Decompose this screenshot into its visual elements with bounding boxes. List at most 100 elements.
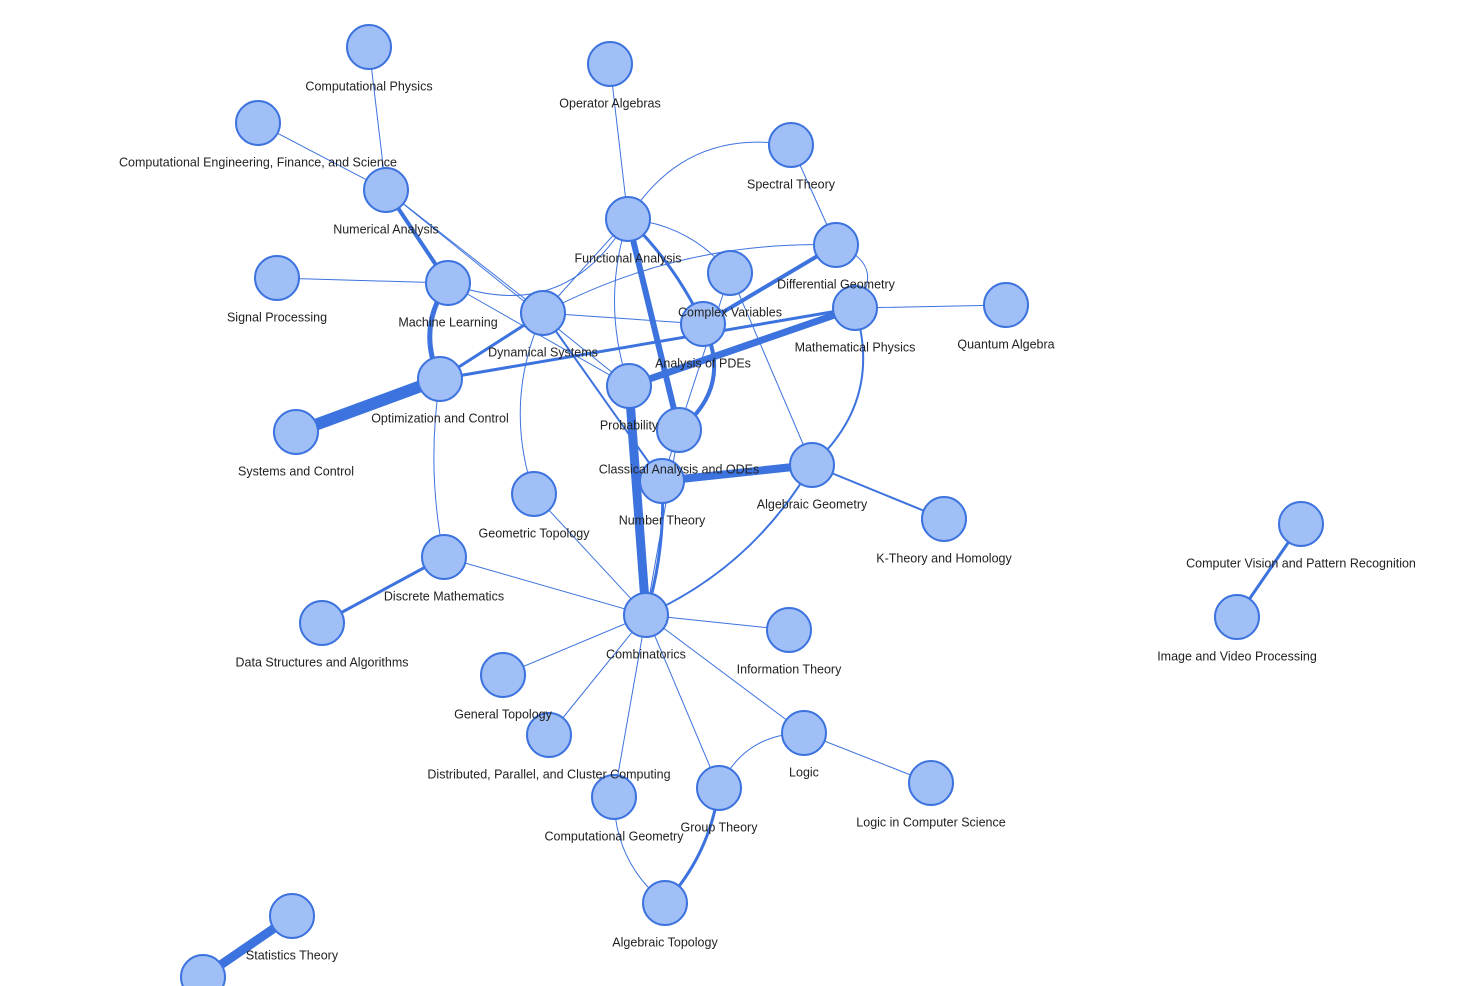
node-label-numerical-analysis: Numerical Analysis <box>333 222 439 236</box>
node-k-theory-homology[interactable] <box>921 496 967 542</box>
node-label-group-theory: Group Theory <box>681 820 759 834</box>
node-label-geometric-topology: Geometric Topology <box>479 526 591 540</box>
node-label-differential-geometry: Differential Geometry <box>777 277 896 291</box>
node-label-machine-learning: Machine Learning <box>398 315 497 329</box>
edge-mathematical-physics-algebraic-geometry <box>811 307 865 466</box>
node-differential-geometry[interactable] <box>813 222 859 268</box>
node-computational-geometry[interactable] <box>591 774 637 820</box>
node-algebraic-topology[interactable] <box>642 880 688 926</box>
node-label-discrete-mathematics: Discrete Mathematics <box>384 589 504 603</box>
edge-mathematical-physics-quantum-algebra <box>854 304 1007 309</box>
node-label-data-structures-algorithms: Data Structures and Algorithms <box>236 655 409 669</box>
edge-computational-physics-numerical-analysis <box>368 46 387 191</box>
node-quantum-algebra[interactable] <box>983 282 1029 328</box>
node-label-computational-geometry: Computational Geometry <box>545 829 685 843</box>
node-label-quantum-algebra: Quantum Algebra <box>957 337 1054 351</box>
node-label-k-theory-homology: K-Theory and Homology <box>876 551 1012 565</box>
node-label-computer-vision: Computer Vision and Pattern Recognition <box>1186 556 1416 570</box>
edge-dynamical-systems-geometric-topology <box>519 312 544 495</box>
node-discrete-mathematics[interactable] <box>421 534 467 580</box>
node-label-comp-eng-finance-science: Computational Engineering, Finance, and … <box>119 155 397 169</box>
edge-comp-eng-finance-science-numerical-analysis <box>257 122 387 191</box>
edge-combinatorics-computational-geometry <box>613 614 647 798</box>
node-label-algebraic-geometry: Algebraic Geometry <box>757 497 868 511</box>
node-label-systems-and-control: Systems and Control <box>238 464 354 478</box>
node-probability[interactable] <box>606 363 652 409</box>
node-computer-vision[interactable] <box>1278 501 1324 547</box>
edge-optimization-and-control-discrete-mathematics <box>433 378 445 558</box>
edge-combinatorics-distributed-computing <box>548 614 647 736</box>
edge-machine-learning-functional-analysis <box>447 218 629 296</box>
node-general-topology[interactable] <box>480 652 526 698</box>
node-geometric-topology[interactable] <box>511 471 557 517</box>
edge-differential-geometry-dynamical-systems <box>542 244 837 314</box>
node-complex-variables[interactable] <box>707 250 753 296</box>
node-label-spectral-theory: Spectral Theory <box>747 177 836 191</box>
edge-optimization-and-control-systems-and-control <box>290 373 446 438</box>
node-analysis-of-pdes[interactable] <box>680 301 726 347</box>
edge-probability-combinatorics <box>624 381 651 620</box>
edge-complex-variables-algebraic-geometry <box>729 272 813 466</box>
edge-combinatorics-general-topology <box>502 614 647 676</box>
edge-analysis-of-pdes-dynamical-systems <box>542 312 704 325</box>
node-label-computational-physics: Computational Physics <box>305 79 432 93</box>
edge-functional-analysis-classical-analysis-odes <box>625 216 682 433</box>
node-comp-eng-finance-science[interactable] <box>235 100 281 146</box>
node-signal-processing[interactable] <box>254 255 300 301</box>
node-number-theory[interactable] <box>639 458 685 504</box>
node-label-optimization-and-control: Optimization and Control <box>371 411 509 425</box>
node-statistics-theory[interactable] <box>269 893 315 939</box>
node-information-theory[interactable] <box>766 607 812 653</box>
edge-number-theory-algebraic-geometry <box>658 461 816 485</box>
node-label-mathematical-physics: Mathematical Physics <box>795 340 916 354</box>
edge-discrete-mathematics-data-structures-algorithms <box>320 555 446 625</box>
edge-algebraic-geometry-combinatorics <box>645 464 813 616</box>
node-label-algebraic-topology: Algebraic Topology <box>612 935 718 949</box>
node-label-statistics-theory: Statistics Theory <box>246 948 339 962</box>
node-data-structures-algorithms[interactable] <box>299 600 345 646</box>
edge-mathematical-physics-optimization-and-control <box>438 306 857 381</box>
edge-algebraic-geometry-k-theory-homology <box>811 464 945 520</box>
edge-geometric-topology-combinatorics <box>533 493 647 616</box>
node-systems-and-control[interactable] <box>273 409 319 455</box>
node-label-distributed-computing: Distributed, Parallel, and Cluster Compu… <box>427 767 670 781</box>
node-numerical-analysis[interactable] <box>363 167 409 213</box>
edge-combinatorics-group-theory <box>645 614 720 789</box>
edge-operator-algebras-functional-analysis <box>609 63 629 220</box>
node-distributed-computing[interactable] <box>526 712 572 758</box>
node-combinatorics[interactable] <box>623 592 669 638</box>
edge-functional-analysis-probability <box>614 218 630 387</box>
edge-combinatorics-information-theory <box>645 614 790 631</box>
node-operator-algebras[interactable] <box>587 41 633 87</box>
node-label-operator-algebras: Operator Algebras <box>559 96 660 110</box>
node-logic-in-cs[interactable] <box>908 760 954 806</box>
node-statistics-peer[interactable] <box>180 954 226 986</box>
nodes-layer <box>180 24 1324 986</box>
node-functional-analysis[interactable] <box>605 196 651 242</box>
node-dynamical-systems[interactable] <box>520 290 566 336</box>
edge-numerical-analysis-probability <box>385 189 630 387</box>
edge-mathematical-physics-probability <box>625 304 859 390</box>
node-machine-learning[interactable] <box>425 260 471 306</box>
node-label-signal-processing: Signal Processing <box>227 310 327 324</box>
edge-discrete-mathematics-combinatorics <box>443 556 647 616</box>
node-mathematical-physics[interactable] <box>832 285 878 331</box>
node-label-logic-in-cs: Logic in Computer Science <box>856 815 1005 829</box>
edge-spectral-theory-functional-analysis <box>627 141 792 220</box>
node-logic[interactable] <box>781 710 827 756</box>
node-classical-analysis-odes[interactable] <box>656 407 702 453</box>
node-group-theory[interactable] <box>696 765 742 811</box>
edge-signal-processing-machine-learning <box>276 277 449 284</box>
node-label-image-video-processing: Image and Video Processing <box>1157 649 1317 663</box>
node-label-information-theory: Information Theory <box>737 662 842 676</box>
node-label-logic: Logic <box>789 765 819 779</box>
node-algebraic-geometry[interactable] <box>789 442 835 488</box>
node-computational-physics[interactable] <box>346 24 392 70</box>
edge-dynamical-systems-number-theory <box>542 312 663 482</box>
edge-differential-geometry-analysis-of-pdes <box>701 243 838 326</box>
node-optimization-and-control[interactable] <box>417 356 463 402</box>
node-spectral-theory[interactable] <box>768 122 814 168</box>
node-image-video-processing[interactable] <box>1214 594 1260 640</box>
